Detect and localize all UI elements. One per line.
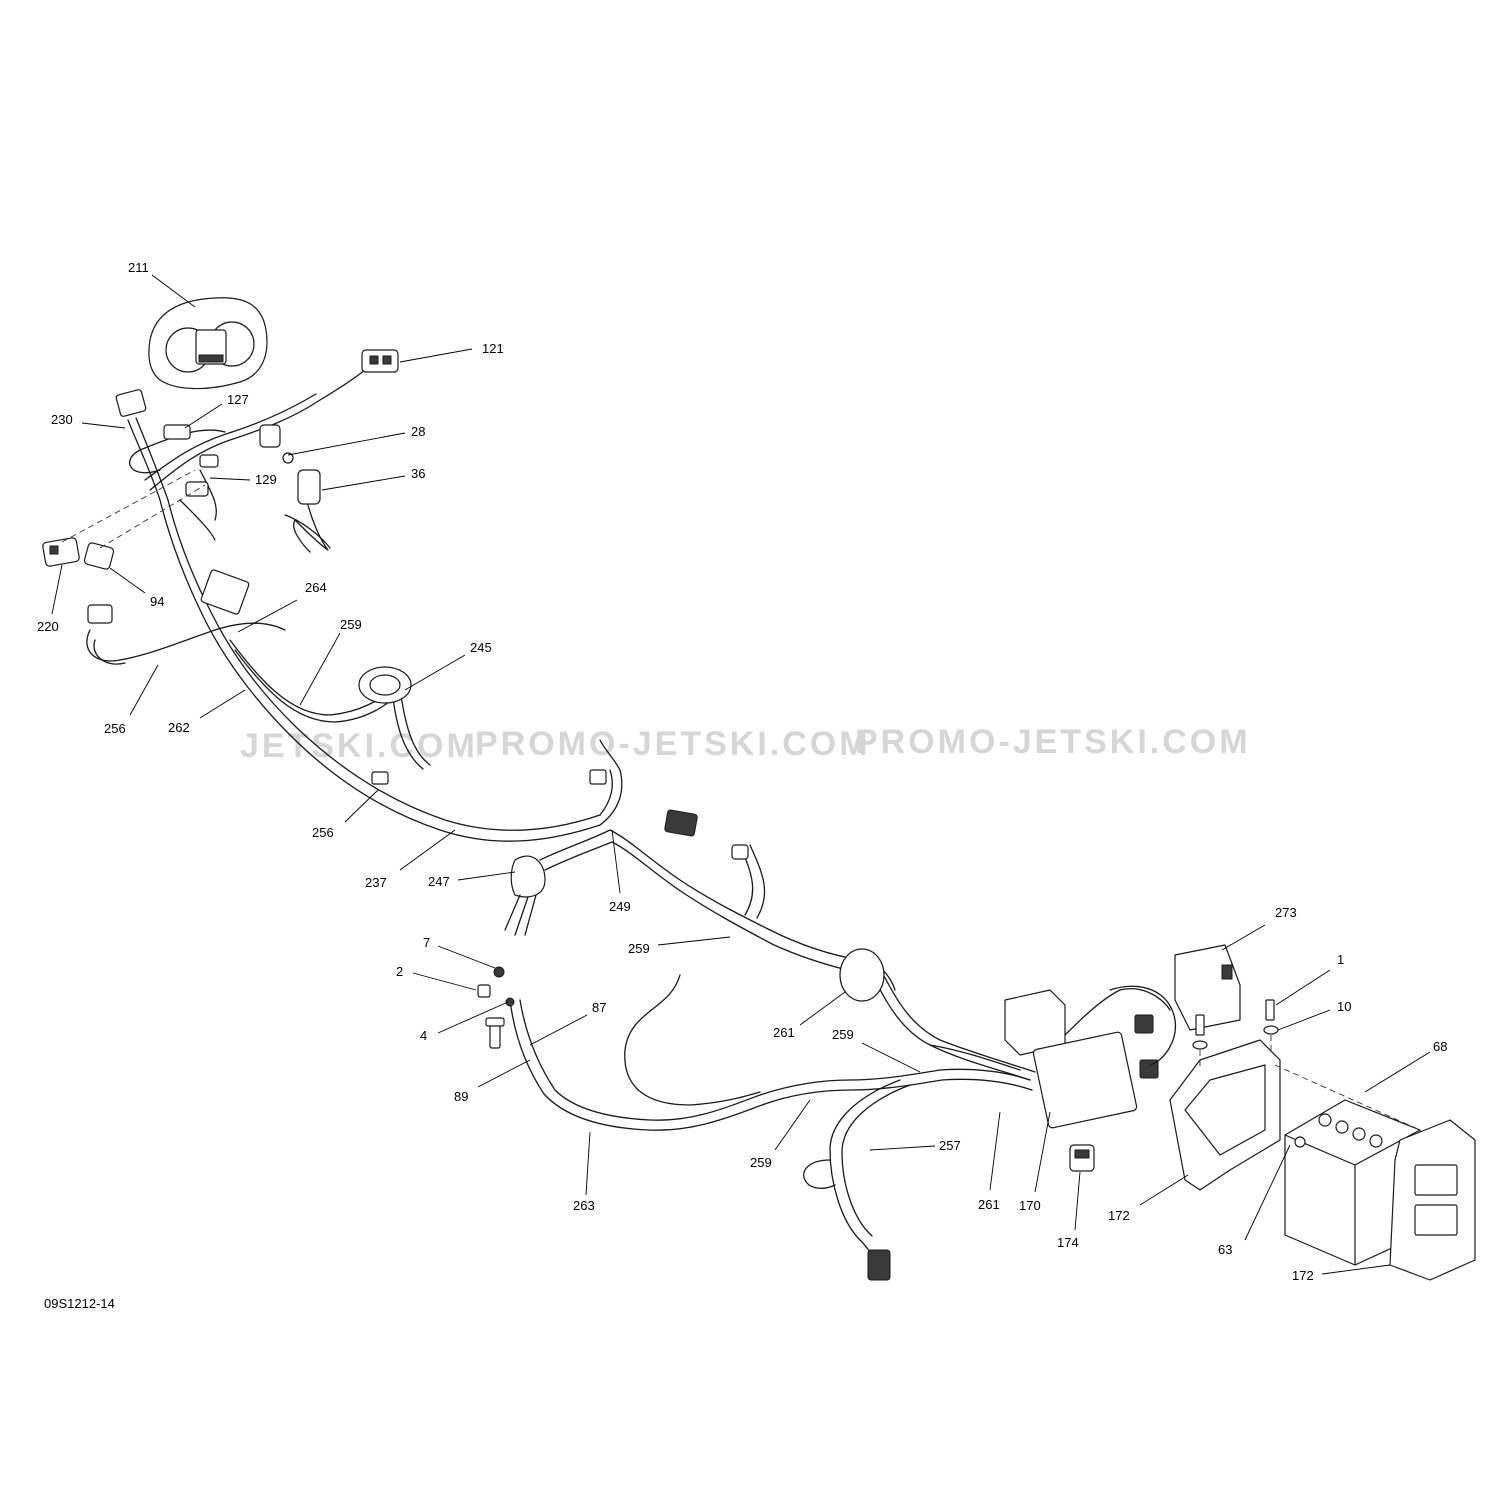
module-273 [1174,944,1241,1031]
callout-261-a: 261 [773,1025,795,1040]
dash-line-220 [61,469,196,543]
callout-259-c: 259 [832,1027,854,1042]
gauge-cluster [148,297,268,390]
callout-172-b: 172 [1292,1268,1314,1283]
callout-259-a: 259 [340,617,362,632]
callout-87: 87 [592,1000,606,1015]
callout-257: 257 [939,1138,961,1153]
callout-7: 7 [423,935,430,950]
watermark-2: PROMO-JETSKI.COM [475,725,871,763]
callout-68: 68 [1433,1039,1447,1054]
callout-264: 264 [305,580,327,595]
callout-121: 121 [482,341,504,356]
battery-68 [1284,1099,1421,1266]
dash-line-94 [99,484,206,549]
watermark-group: JETSKI.COM PROMO-JETSKI.COM PROMO-JETSKI… [240,723,1251,765]
callout-89: 89 [454,1089,468,1104]
callout-256-b: 256 [312,825,334,840]
callout-2: 2 [396,964,403,979]
battery-tray-172 [1169,1039,1281,1191]
switch-94 [83,542,115,570]
callout-247: 247 [428,874,450,889]
callout-170: 170 [1019,1198,1041,1213]
callout-1: 1 [1337,952,1344,967]
connector-230 [115,389,147,417]
connector-259-top [731,844,749,860]
watermark-3: PROMO-JETSKI.COM [855,723,1251,761]
callout-172-a: 172 [1108,1208,1130,1223]
lanyard-36 [259,424,331,553]
callout-28: 28 [411,424,425,439]
callout-263: 263 [573,1198,595,1213]
drawing-number: 09S1212-14 [44,1296,115,1311]
connector-256 [87,604,113,624]
callout-256-a: 256 [104,721,126,736]
callout-245: 245 [470,640,492,655]
callout-63: 63 [1218,1242,1232,1257]
hardware-2-7-4 [477,966,515,1049]
callout-36: 36 [411,466,425,481]
boot-247 [504,855,546,936]
switch-220 [42,537,80,567]
callout-labels: 211 121 127 28 230 129 36 264 94 220 259… [37,260,1447,1283]
connector-129 [185,454,219,497]
grommet-245 [358,666,412,704]
bolt-1 [1192,999,1279,1050]
switch-121 [361,349,399,373]
callout-129: 129 [255,472,277,487]
callout-262: 262 [168,720,190,735]
connector-257 [867,1249,891,1281]
main-harness [86,369,1171,1271]
connector-127 [163,424,191,440]
clip-256 [371,771,389,785]
watermark-1: JETSKI.COM [240,727,478,765]
callout-174: 174 [1057,1235,1079,1250]
solenoid-174 [1069,1144,1095,1172]
callout-4: 4 [420,1028,427,1043]
callout-261-b: 261 [978,1197,1000,1212]
callout-259-b: 259 [628,941,650,956]
fuse-box-170 [1004,985,1177,1129]
connector-249 [589,769,698,837]
battery-cover-172 [1389,1119,1476,1281]
callout-230: 230 [51,412,73,427]
callout-127: 127 [227,392,249,407]
callout-10: 10 [1337,999,1351,1014]
grommet-261 [839,948,885,1002]
relay-264 [200,569,250,615]
callout-259-d: 259 [750,1155,772,1170]
callout-220: 220 [37,619,59,634]
dash-line-tray [1274,1064,1421,1131]
callout-273: 273 [1275,905,1297,920]
callout-237: 237 [365,875,387,890]
callout-249: 249 [609,899,631,914]
leader-lines [51,274,1431,1275]
callout-211: 211 [128,260,149,275]
callout-94: 94 [150,594,164,609]
